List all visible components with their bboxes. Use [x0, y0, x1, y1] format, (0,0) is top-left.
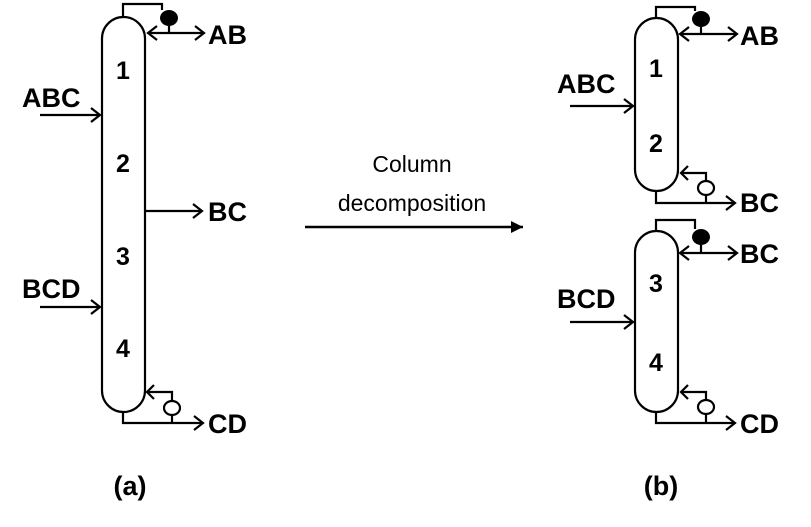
- panel-a: 1 2 3 4 AB ABC BCD BC: [22, 2, 247, 501]
- reboiler-a-symbol: [162, 399, 182, 417]
- section-a-2: 2: [116, 150, 130, 178]
- decomposition-arrow: Column decomposition: [305, 151, 523, 233]
- section-a-3: 3: [116, 243, 130, 271]
- section-b-3: 3: [649, 270, 663, 298]
- column-b-upper: 1 2 AB ABC BC: [557, 5, 779, 218]
- product-b-upper-top-label: AB: [740, 21, 779, 51]
- feed-b-lower-label: BCD: [557, 284, 616, 314]
- decomposition-arrow-head: [511, 221, 523, 233]
- reboiler-b-upper-symbol: [696, 179, 716, 197]
- section-a-4: 4: [116, 335, 130, 363]
- product-b-lower-top-label: BC: [740, 239, 779, 269]
- panel-a-label: (a): [114, 471, 147, 501]
- side-draw-a: [145, 203, 204, 219]
- product-b-upper-bottom-label: BC: [740, 188, 779, 218]
- panel-b: 1 2 AB ABC BC 3 4: [557, 5, 779, 501]
- caption-line-1: Column: [372, 151, 451, 177]
- caption-line-2: decomposition: [338, 190, 486, 216]
- feed-a-bcd-label: BCD: [22, 274, 81, 304]
- column-b-lower: 3 4 BC BCD CD: [557, 218, 779, 439]
- condenser-a: [121, 2, 206, 41]
- reboiler-b-lower-symbol: [696, 398, 716, 416]
- product-b-lower-bottom-label: CD: [740, 409, 779, 439]
- feed-a-bcd: [40, 299, 102, 315]
- product-a-bottom-label: CD: [208, 409, 247, 439]
- section-b-2: 2: [649, 130, 663, 158]
- reboiler-a: [121, 384, 205, 431]
- section-b-1: 1: [649, 55, 663, 83]
- condenser-a-symbol: [160, 10, 178, 26]
- feed-a-abc-label: ABC: [22, 83, 81, 113]
- product-a-top-label: AB: [208, 20, 247, 50]
- panel-b-label: (b): [644, 471, 678, 501]
- section-b-4: 4: [649, 349, 663, 377]
- section-a-1: 1: [116, 57, 130, 85]
- condenser-b-upper-symbol: [692, 11, 710, 27]
- feed-a-abc: [40, 107, 102, 123]
- column-b-upper-vessel: [633, 16, 680, 193]
- product-a-side-label: BC: [208, 197, 247, 227]
- condenser-b-lower-symbol: [692, 229, 710, 245]
- column-b-lower-vessel: [633, 229, 680, 414]
- feed-b-upper-label: ABC: [557, 69, 616, 99]
